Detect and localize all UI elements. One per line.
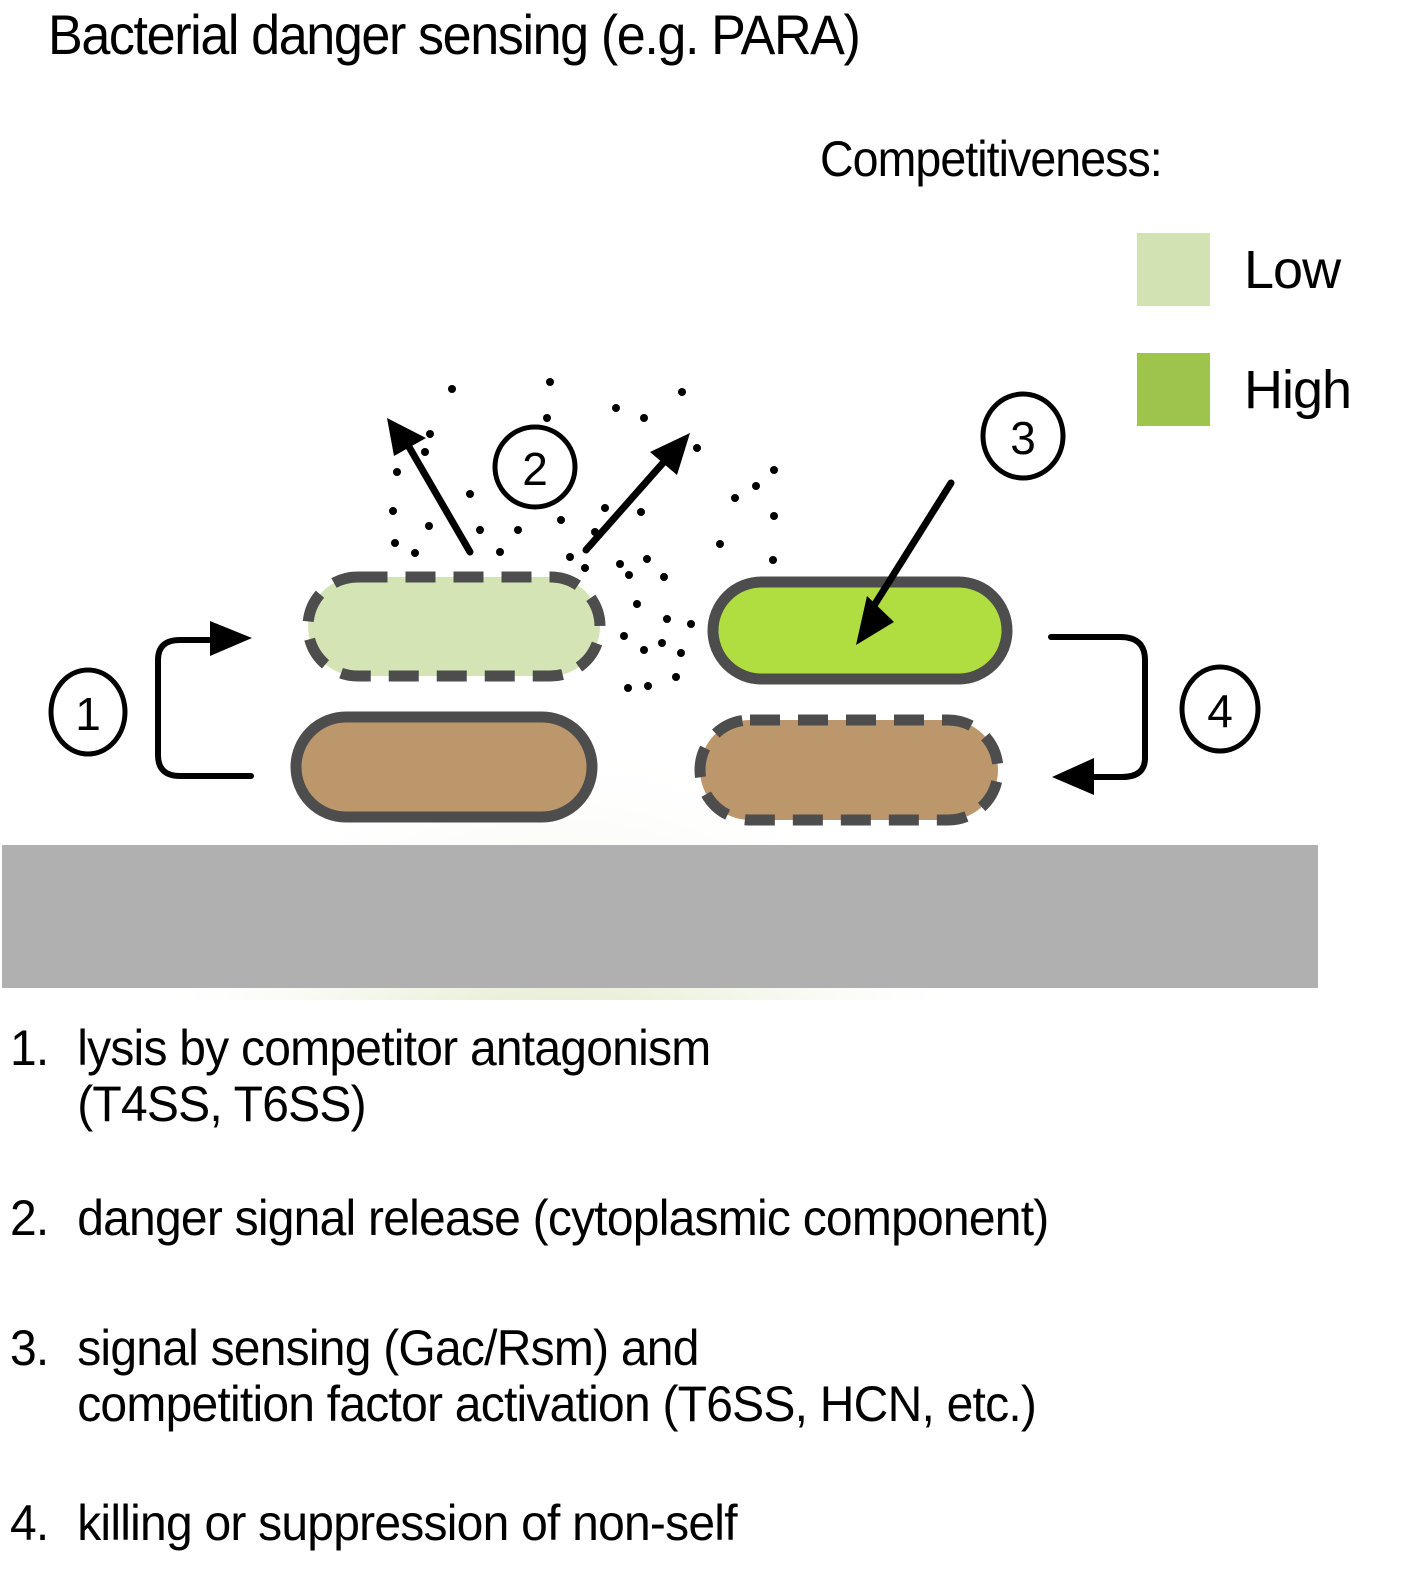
arrowhead-release-left (387, 418, 426, 456)
cell-killed-competitor (694, 714, 1004, 826)
arrowhead-signal-sensing (856, 596, 894, 645)
step-text-line: competition factor activation (T6SS, HCN… (77, 1376, 1037, 1432)
arrow-signal-sensing (866, 479, 955, 616)
marker-1-label: 1 (75, 688, 101, 740)
legend-item-low: Low (1137, 233, 1341, 306)
bracket-killing (1048, 634, 1148, 780)
legend-title: Competitiveness: (820, 131, 1163, 187)
danger-signal-dots (389, 378, 778, 692)
step-number: 3. (10, 1320, 49, 1376)
cell-competitor-attacker (290, 711, 598, 823)
arrowhead-lysis (210, 621, 252, 656)
step-text-line: killing or suppression of non-self (77, 1495, 737, 1551)
diagram-canvas: 1 2 3 4 (2, 350, 1318, 1000)
step-item-1: 1. lysis by competitor antagonism (T4SS,… (10, 1020, 711, 1132)
marker-2-label: 2 (522, 443, 548, 495)
marker-3: 3 (980, 391, 1066, 481)
marker-3-label: 3 (1010, 412, 1036, 464)
arrowhead-killing (1052, 758, 1094, 795)
legend-label-low: Low (1244, 239, 1341, 300)
cell-lysed-self (302, 571, 606, 682)
step-item-3: 3. signal sensing (Gac/Rsm) and competit… (10, 1320, 1037, 1432)
step-item-2: 2. danger signal release (cytoplasmic co… (10, 1190, 1049, 1246)
legend-swatch-low (1137, 233, 1210, 306)
step-text-line: signal sensing (Gac/Rsm) and (77, 1320, 699, 1376)
arrowhead-release-right (650, 433, 690, 475)
step-text-line: lysis by competitor antagonism (77, 1020, 711, 1076)
step-text-line: (T4SS, T6SS) (77, 1076, 366, 1132)
surface (2, 845, 1318, 988)
marker-4: 4 (1179, 664, 1261, 754)
arrow-release-left (401, 436, 474, 556)
marker-1: 1 (48, 667, 128, 757)
step-number: 1. (10, 1020, 49, 1076)
arrow-release-right (582, 451, 674, 554)
legend-swatch-high (1137, 353, 1210, 426)
step-number: 4. (10, 1495, 49, 1551)
legend-label-high: High (1244, 359, 1352, 420)
step-text-line: danger signal release (cytoplasmic compo… (77, 1190, 1049, 1246)
legend-item-high: High (1137, 353, 1352, 426)
marker-2: 2 (492, 424, 578, 510)
figure-title: Bacterial danger sensing (e.g. PARA) (48, 3, 861, 66)
signal-release-arrows (401, 436, 674, 556)
step-number: 2. (10, 1190, 49, 1246)
bracket-lysis (155, 637, 254, 779)
step-item-4: 4. killing or suppression of non-self (10, 1495, 738, 1551)
marker-4-label: 4 (1207, 685, 1233, 737)
